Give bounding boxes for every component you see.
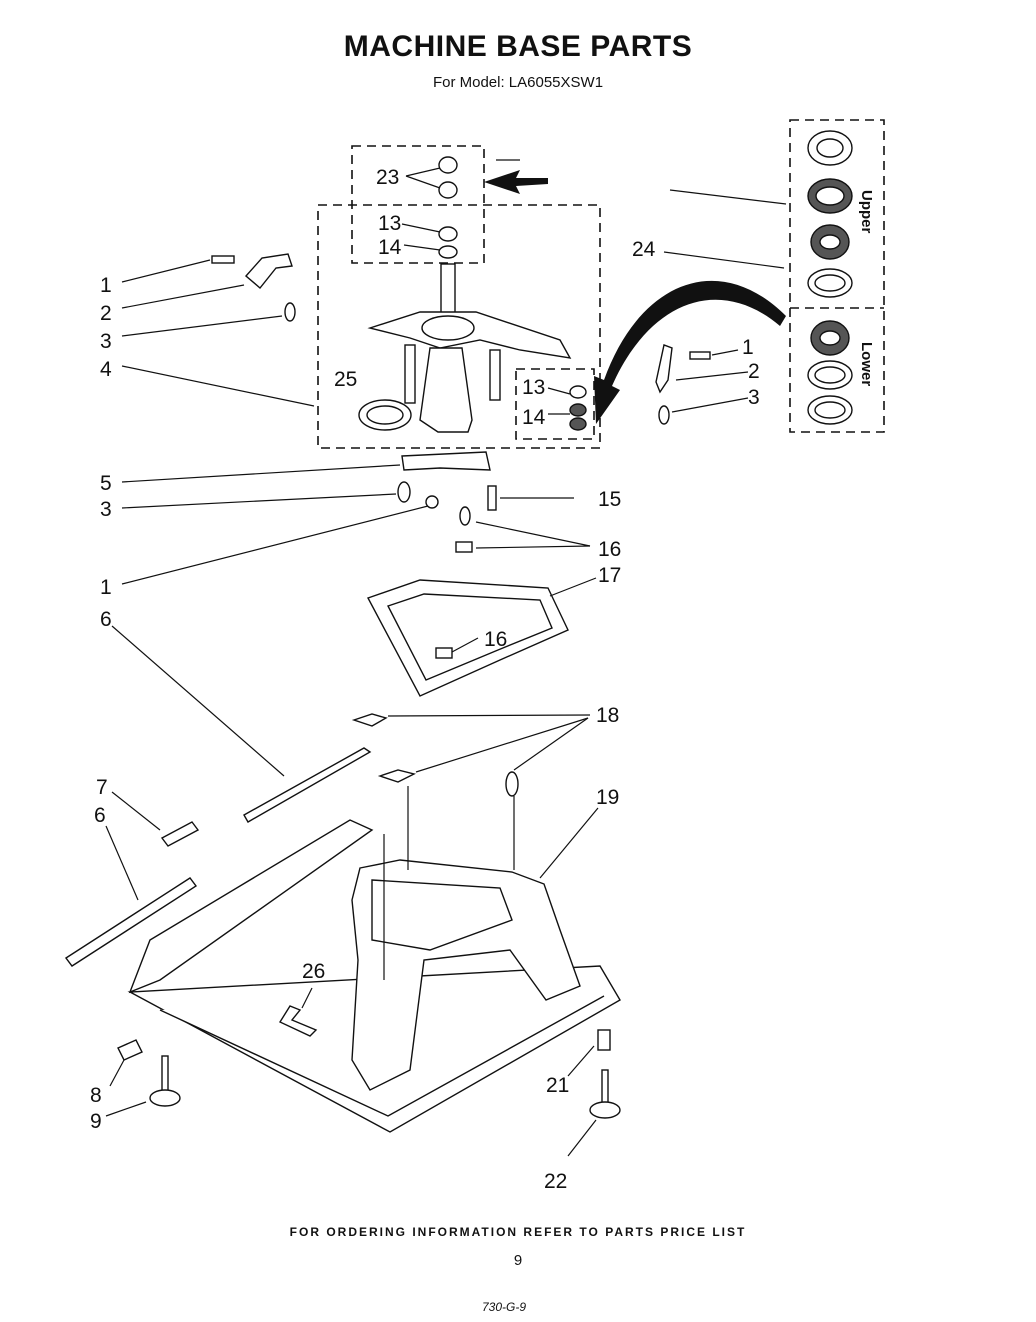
lower-bearing-set — [807, 320, 853, 425]
right-bracket-parts — [655, 344, 711, 425]
clip-26 — [278, 1005, 318, 1037]
callout-8: 8 — [90, 1084, 102, 1107]
gearcase-group-box — [317, 204, 601, 449]
callout-5: 5 — [100, 472, 112, 495]
callout-13: 13 — [378, 212, 401, 235]
callout-22: 22 — [544, 1170, 567, 1193]
side-bearings — [569, 385, 587, 431]
callout-16-lower: 16 — [484, 628, 507, 651]
callout-9: 9 — [90, 1110, 102, 1133]
callout-3: 3 — [100, 330, 112, 353]
left-bracket-parts — [211, 253, 296, 322]
gearcase-assembly — [358, 263, 572, 433]
isolators-18 — [351, 713, 519, 797]
page-number: 9 — [513, 1252, 523, 1269]
callout-3-lower: 3 — [100, 498, 112, 521]
right-leg-21-22 — [589, 1029, 621, 1119]
callout-26: 26 — [302, 960, 325, 983]
lower-label: Lower — [858, 342, 875, 386]
drawing-code: 730-G-9 — [482, 1300, 527, 1314]
left-leg-8-9 — [117, 1039, 181, 1107]
rail-6-upper — [243, 747, 372, 823]
ordering-note: FOR ORDERING INFORMATION REFER TO PARTS … — [289, 1225, 747, 1239]
rail-6-lower — [64, 877, 198, 967]
leader-lines — [105, 167, 785, 1157]
side-bearing-box — [515, 368, 595, 440]
model-subtitle: For Model: LA6055XSW1 — [432, 74, 604, 91]
spring-7 — [160, 821, 200, 847]
callout-6-lower: 6 — [94, 804, 106, 827]
callout-18: 18 — [596, 704, 619, 727]
callout-16: 16 — [598, 538, 621, 561]
callout-24: 24 — [632, 238, 656, 261]
callout-14-side: 14 — [522, 406, 546, 429]
callout-1-right: 1 — [742, 336, 754, 359]
callout-17: 17 — [598, 564, 621, 587]
bearing-kit-box — [789, 119, 885, 433]
callout-2: 2 — [100, 302, 112, 325]
curved-arrow-icon — [594, 280, 786, 424]
callout-13-side: 13 — [522, 376, 545, 399]
callout-6: 6 — [100, 608, 112, 631]
page-title: MACHINE BASE PARTS — [343, 30, 693, 63]
callout-1-lower: 1 — [100, 576, 112, 599]
callout-15: 15 — [598, 488, 621, 511]
callout-3-right: 3 — [748, 386, 760, 409]
hub-bearing-box — [351, 145, 485, 264]
callout-2-right: 2 — [748, 360, 760, 383]
hub-bearings — [438, 156, 458, 259]
hub-arrow-icon — [484, 170, 548, 194]
callout-23: 23 — [376, 166, 399, 189]
callout-21: 21 — [546, 1074, 569, 1097]
machine-base-19 — [127, 819, 621, 1133]
callout-4: 4 — [100, 358, 112, 381]
tub-support-17 — [366, 579, 569, 697]
callout-1: 1 — [100, 274, 112, 297]
middle-small-parts — [397, 451, 497, 553]
callout-19: 19 — [596, 786, 619, 809]
upper-label: Upper — [858, 190, 875, 234]
callout-14: 14 — [378, 236, 402, 259]
upper-bearing-set — [807, 130, 853, 298]
callout-25: 25 — [334, 368, 357, 391]
callout-7: 7 — [96, 776, 108, 799]
